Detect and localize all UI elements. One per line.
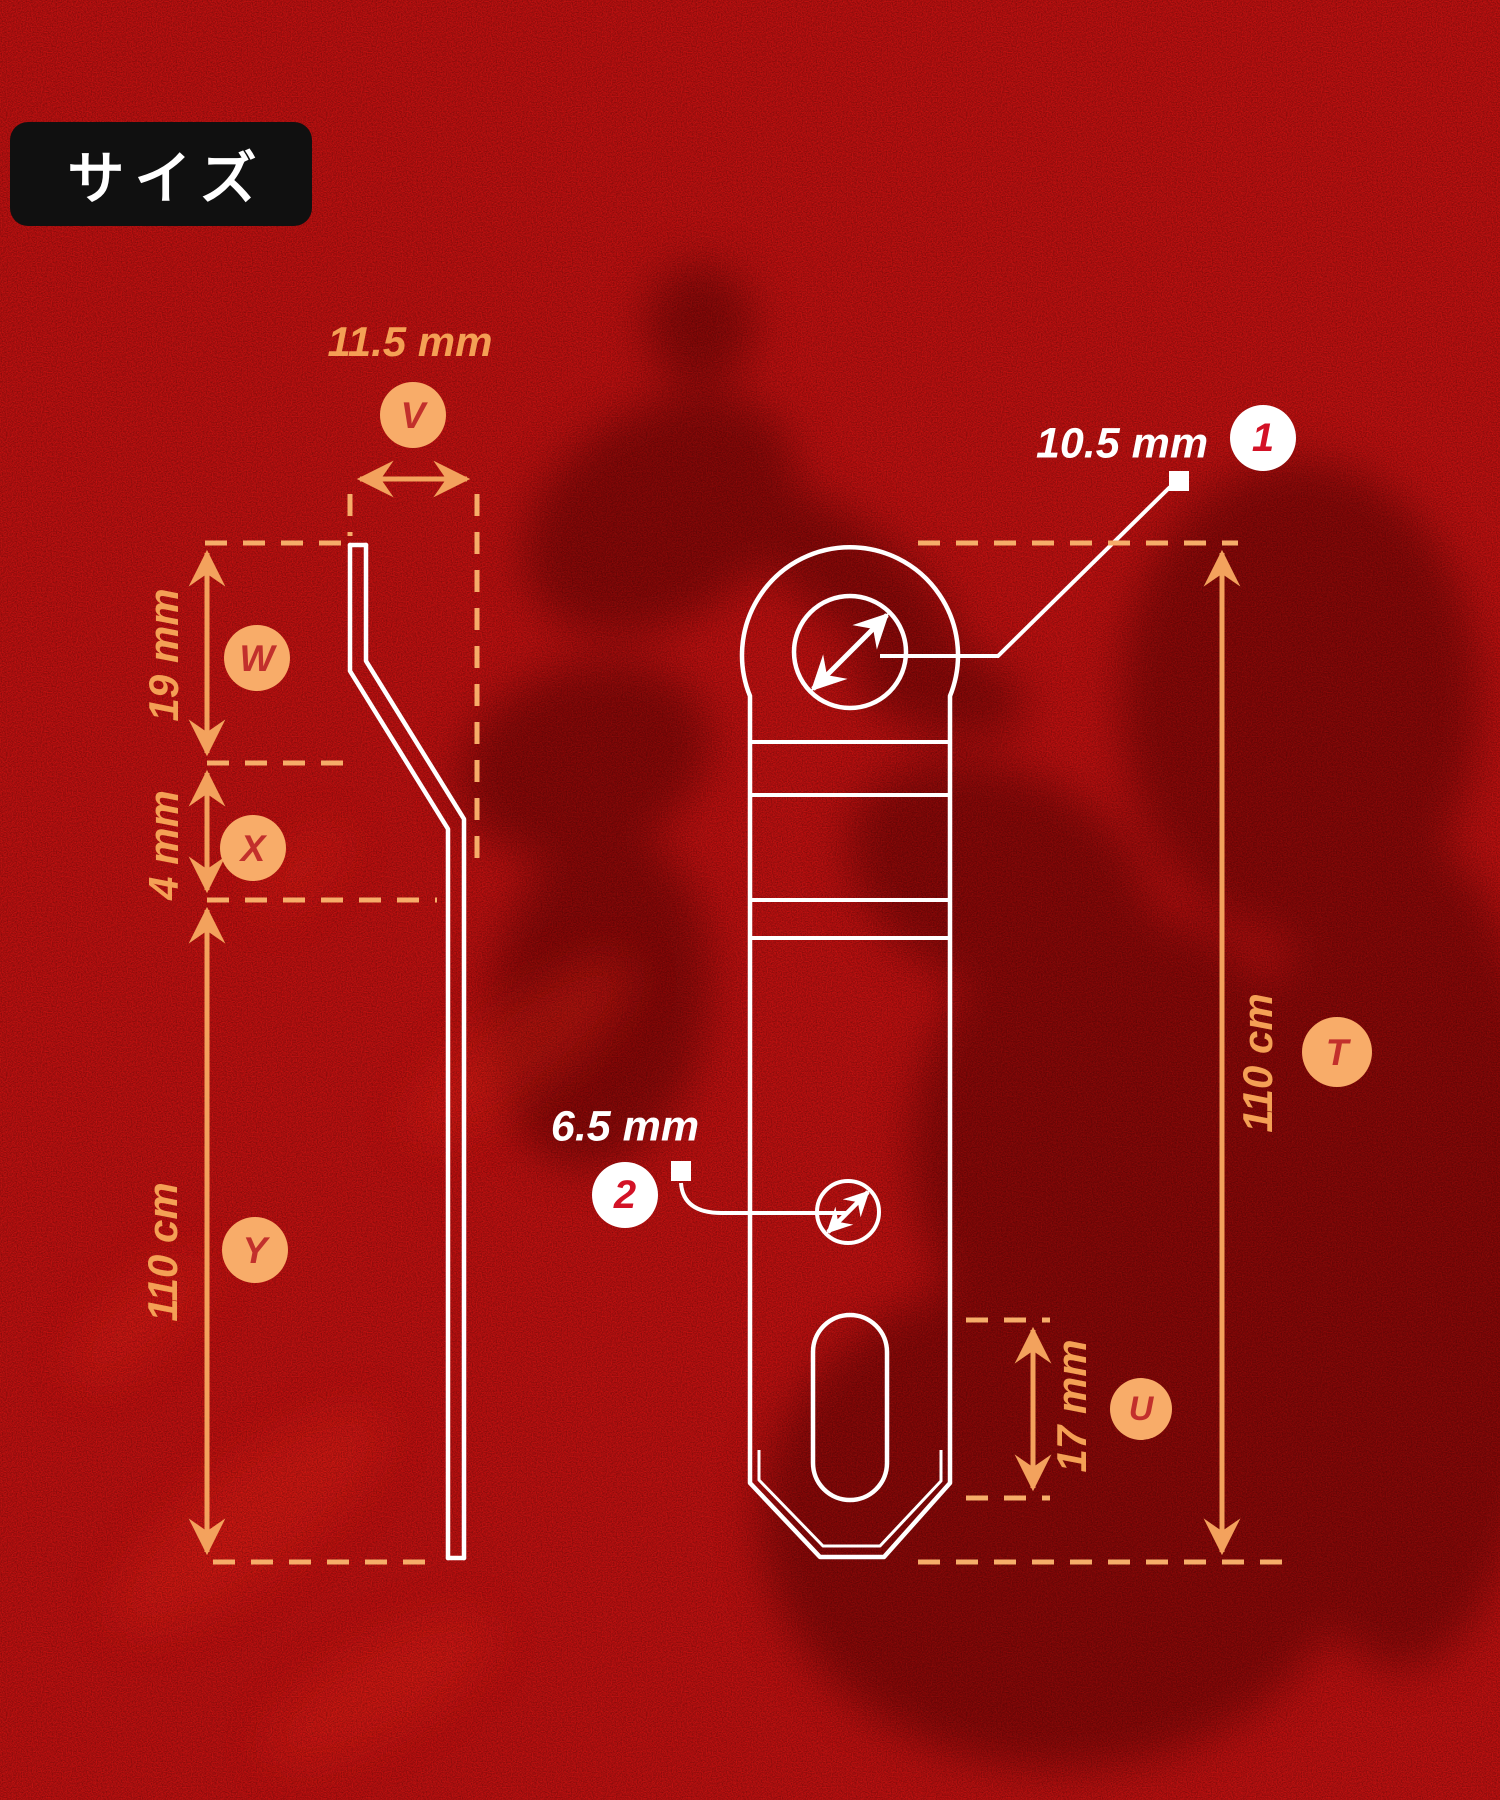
side-dashed-lines xyxy=(205,494,480,1565)
side-dimensions xyxy=(188,460,480,1565)
dim-value-side-w: 19 mm xyxy=(140,588,187,722)
marker-badge-1: 1 xyxy=(1230,405,1296,471)
leader-marker-2 xyxy=(671,1161,691,1181)
leader-marker-1 xyxy=(1169,471,1189,491)
marker-badge-u: U xyxy=(1110,1378,1172,1440)
front-dashed-lines xyxy=(918,540,1284,1565)
dim-value-side-x: 4 mm xyxy=(140,790,187,900)
dim-value-slot: 17 mm xyxy=(1048,1339,1095,1473)
marker-badge-y: Y xyxy=(222,1217,288,1283)
top-hole xyxy=(791,593,909,711)
leader-line-2 xyxy=(679,1182,846,1215)
dim-value-height: 110 cm xyxy=(1234,993,1281,1133)
bracket-inner-edge xyxy=(757,1450,943,1548)
leader-line-1 xyxy=(880,485,1172,658)
small-hole-diameter-arrow xyxy=(826,1190,870,1234)
title-badge-label: サイズ xyxy=(67,146,267,212)
marker-badge-x: X xyxy=(220,815,286,881)
marker-badge-2: 2 xyxy=(592,1162,658,1228)
front-bracket-outline xyxy=(671,471,1189,1560)
title-badge: サイズ xyxy=(10,122,312,226)
top-hole-diameter-arrow xyxy=(810,612,890,692)
dim-value-side-y: 110 cm xyxy=(139,1182,186,1322)
dim-value-side-width: 11.5 mm xyxy=(327,318,493,365)
marker-badge-t: T xyxy=(1302,1017,1372,1087)
front-dimensions xyxy=(918,540,1284,1565)
marker-badge-v: V xyxy=(380,382,446,448)
side-profile-outline xyxy=(347,542,467,1561)
dim-value-small-hole: 6.5 mm xyxy=(550,1102,700,1151)
bracket-bend-lines xyxy=(752,740,948,940)
marker-badge-w: W xyxy=(224,625,290,691)
slot-hole xyxy=(810,1312,890,1503)
bracket-body xyxy=(739,545,961,1560)
dim-value-top-hole: 10.5 mm xyxy=(1035,419,1209,468)
